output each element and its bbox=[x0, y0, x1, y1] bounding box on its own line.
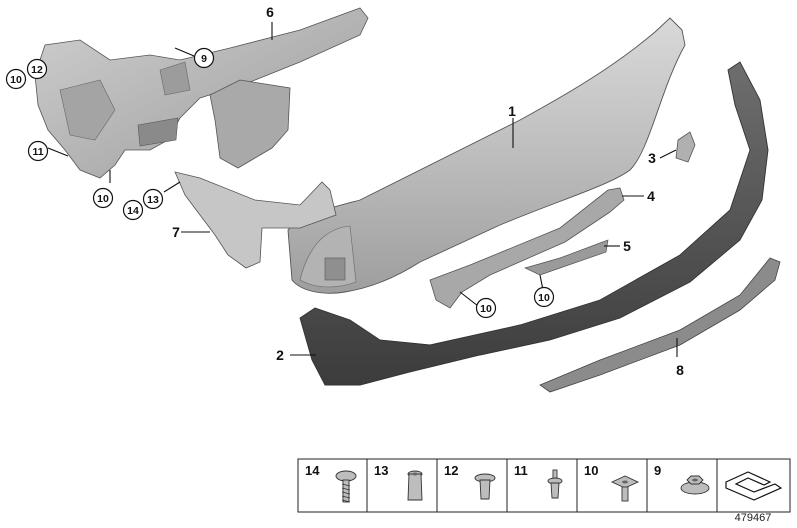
circled-callout-label: 10 bbox=[480, 303, 492, 315]
circled-callout-label: 12 bbox=[31, 64, 43, 76]
legend-cell: 14 bbox=[305, 463, 357, 503]
direction-arrow-icon bbox=[725, 471, 783, 501]
plastic-rivet-icon bbox=[547, 469, 563, 499]
side-trim-panel-part bbox=[174, 171, 337, 269]
circled-callout: 10 bbox=[5, 68, 27, 90]
circled-callout: 11 bbox=[27, 140, 49, 162]
torx-screw-icon bbox=[335, 470, 357, 503]
circled-callout-label: 11 bbox=[32, 146, 43, 158]
circled-callout-label: 9 bbox=[201, 53, 207, 65]
callout-label: 3 bbox=[648, 150, 656, 166]
plug-rivet-icon bbox=[474, 473, 496, 500]
legend-cell: 13 bbox=[374, 463, 423, 501]
legend-label: 12 bbox=[444, 463, 458, 478]
hex-nut-icon bbox=[680, 475, 710, 495]
circled-callout: 10 bbox=[475, 297, 497, 319]
legend-label: 10 bbox=[584, 463, 598, 478]
circled-callout: 13 bbox=[142, 188, 164, 210]
legend-label: 13 bbox=[374, 463, 388, 478]
circled-callout: 10 bbox=[92, 187, 114, 209]
circled-callout-label: 10 bbox=[538, 292, 550, 304]
bumper-shell-part bbox=[287, 17, 686, 294]
legend-label: 14 bbox=[305, 463, 320, 478]
callout-label: 4 bbox=[647, 188, 655, 204]
support-bracket-part bbox=[429, 187, 625, 309]
carrier-bracket-part bbox=[34, 7, 369, 179]
expanding-nut-icon bbox=[407, 470, 423, 501]
clip-nut-icon bbox=[610, 475, 640, 502]
circled-callout-label: 10 bbox=[97, 193, 109, 205]
reference-number: 479467 bbox=[735, 512, 772, 524]
legend-label: 11 bbox=[514, 463, 528, 478]
legend-cell: 9 bbox=[654, 463, 710, 495]
part-callouts: 1 2 3 4 5 6 7 8 bbox=[172, 4, 684, 378]
circled-callout: 12 bbox=[26, 58, 48, 80]
legend-label: 9 bbox=[654, 463, 661, 478]
callout-label: 8 bbox=[676, 362, 684, 378]
fastener-legend: 14 13 12 11 10 9 bbox=[297, 458, 791, 513]
callout-label: 6 bbox=[266, 4, 274, 20]
fastener-callouts: 9 10 12 11 10 13 14 10 10 bbox=[5, 47, 555, 319]
diffuser-strip-part bbox=[539, 257, 781, 393]
legend-cell: 11 bbox=[514, 463, 563, 499]
reflector-cap-part bbox=[675, 131, 696, 163]
legend-cell: 12 bbox=[444, 463, 496, 500]
callout-label: 1 bbox=[508, 103, 516, 119]
callout-label: 5 bbox=[623, 238, 631, 254]
circled-callout: 9 bbox=[193, 47, 215, 69]
callout-label: 2 bbox=[276, 347, 284, 363]
circled-callout: 10 bbox=[533, 286, 555, 308]
legend-cell: 10 bbox=[584, 463, 640, 502]
circled-callout-label: 13 bbox=[147, 194, 159, 206]
circled-callout-label: 10 bbox=[10, 74, 22, 86]
lower-bumper-trim-part bbox=[299, 61, 769, 386]
circled-callout-label: 14 bbox=[127, 205, 139, 217]
callout-label: 7 bbox=[172, 224, 180, 240]
circled-callout: 14 bbox=[122, 199, 144, 221]
